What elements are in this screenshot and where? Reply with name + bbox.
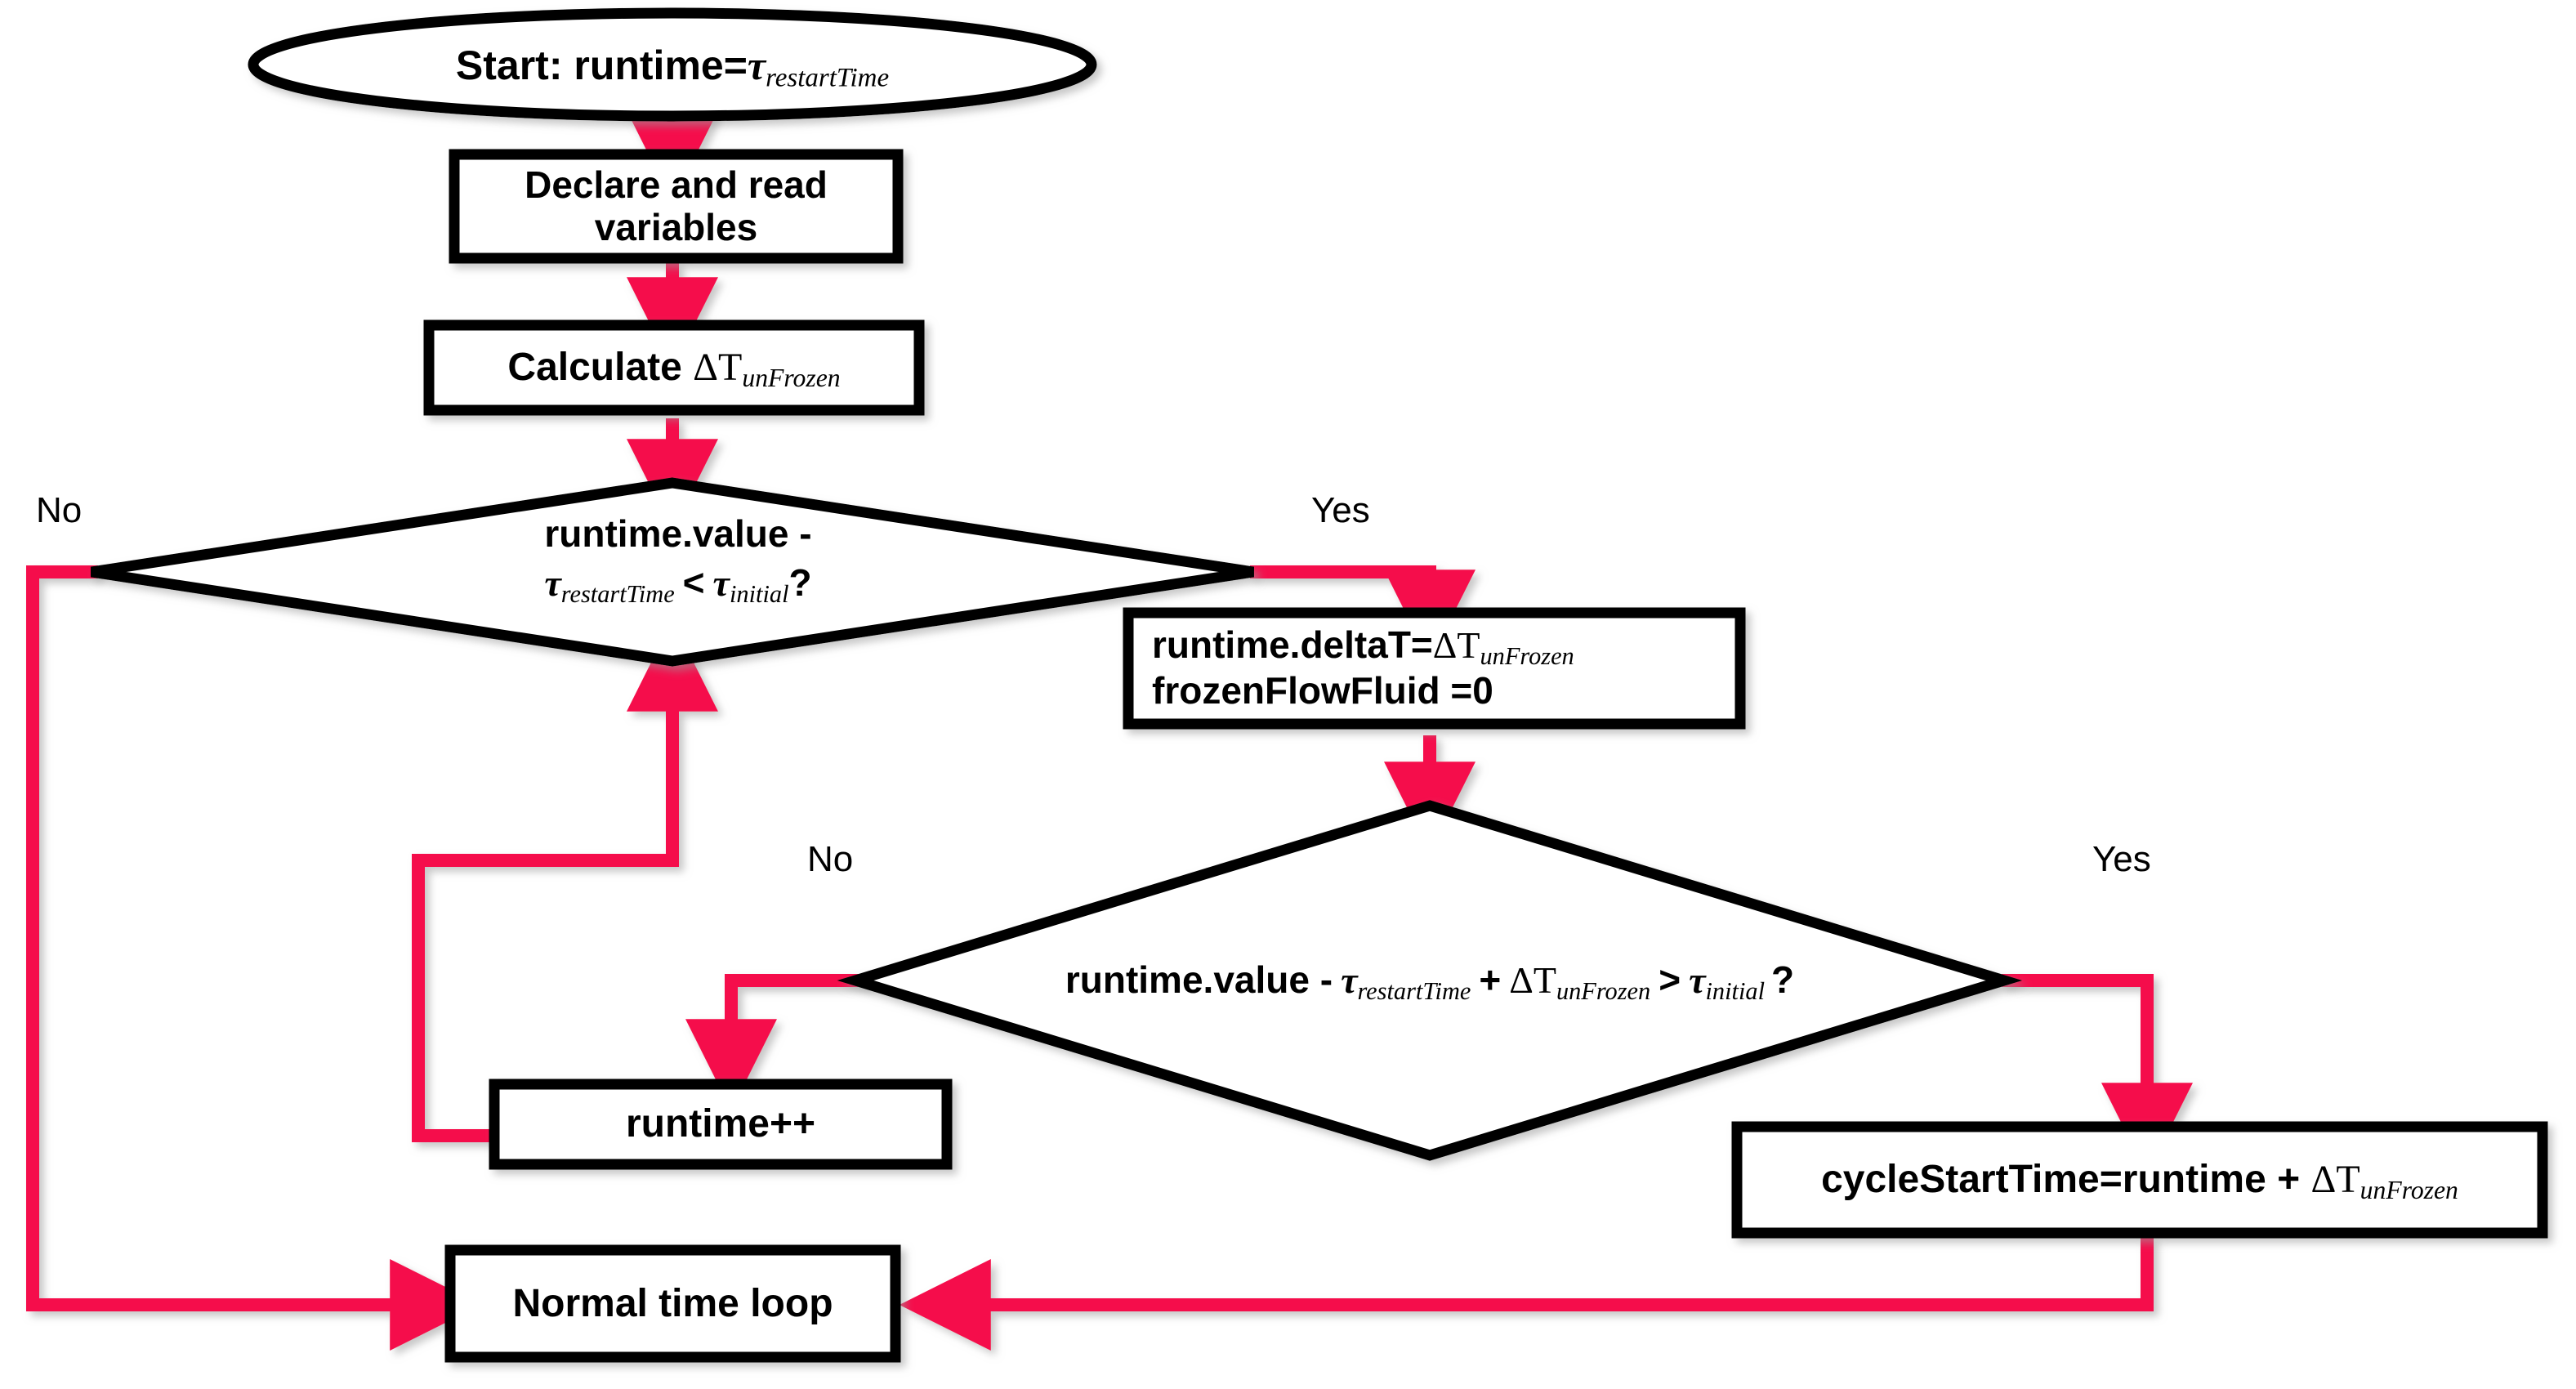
edge-decision2-yes-to-cyclestart	[2002, 974, 2193, 1175]
node-calculate-shape	[423, 319, 925, 416]
node-declare-shape	[449, 149, 904, 264]
edge-label-decision1-yes: Yes	[1311, 490, 1370, 530]
edge-label-decision1-no: No	[36, 490, 83, 530]
node-cyclestart-shape	[1731, 1121, 2548, 1239]
node-normalloop-shape	[444, 1244, 901, 1363]
node-start-shape	[248, 7, 1097, 122]
node-assign-shape	[1123, 607, 1746, 730]
node-decision1-shape	[91, 477, 1254, 667]
edge-label-decision2-no: No	[807, 839, 854, 879]
node-decision2-shape	[837, 800, 2023, 1161]
edge-decision1-yes-to-assign	[1250, 565, 1476, 662]
edge-decision1-no-to-normalloop	[26, 565, 482, 1351]
edge-decision2-no-to-increment	[685, 974, 870, 1111]
edge-label-decision2-yes: Yes	[2092, 839, 2151, 879]
edge-cyclestart-to-normalloop	[899, 1236, 2154, 1351]
edge-increment-to-decision1	[412, 619, 718, 1142]
node-increment-shape	[489, 1079, 953, 1170]
